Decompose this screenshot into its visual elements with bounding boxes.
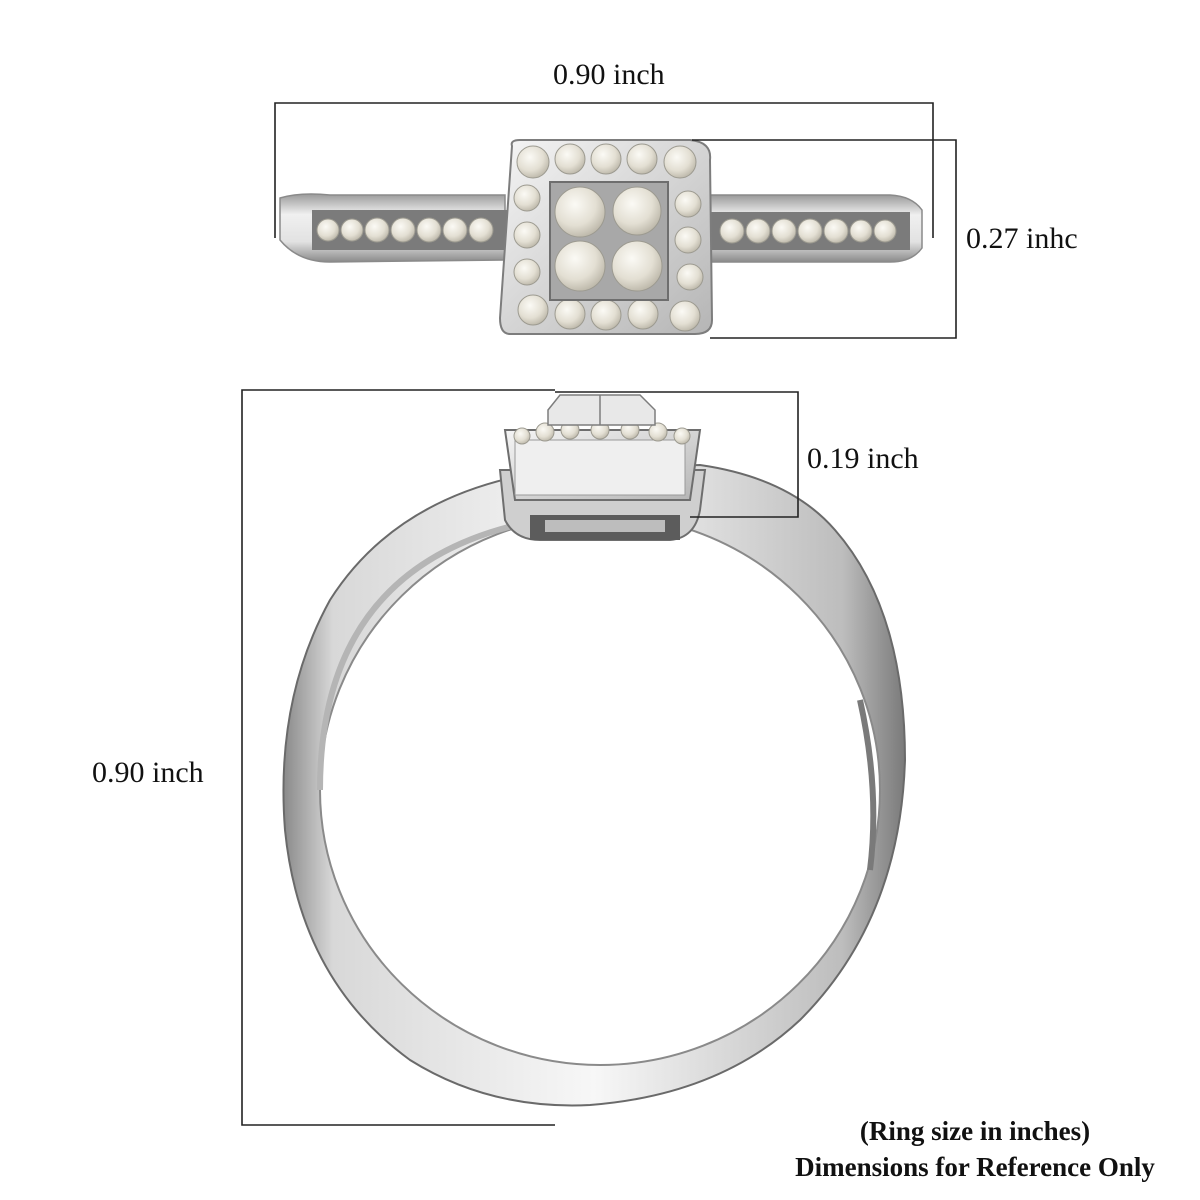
- side-view-ring: [282, 394, 907, 1107]
- side-height-label: 0.19 inch: [807, 442, 919, 475]
- top-view-ring: [279, 139, 923, 335]
- top-width-label: 0.90 inch: [553, 58, 665, 91]
- ring-height-label: 0.90 inch: [92, 756, 204, 789]
- dimension-lines: [241, 102, 957, 1126]
- top-height-label: 0.27 inhc: [966, 222, 1078, 255]
- caption-reference: Dimensions for Reference Only: [795, 1152, 1155, 1182]
- caption-ring-size: (Ring size in inches): [859, 1116, 1091, 1146]
